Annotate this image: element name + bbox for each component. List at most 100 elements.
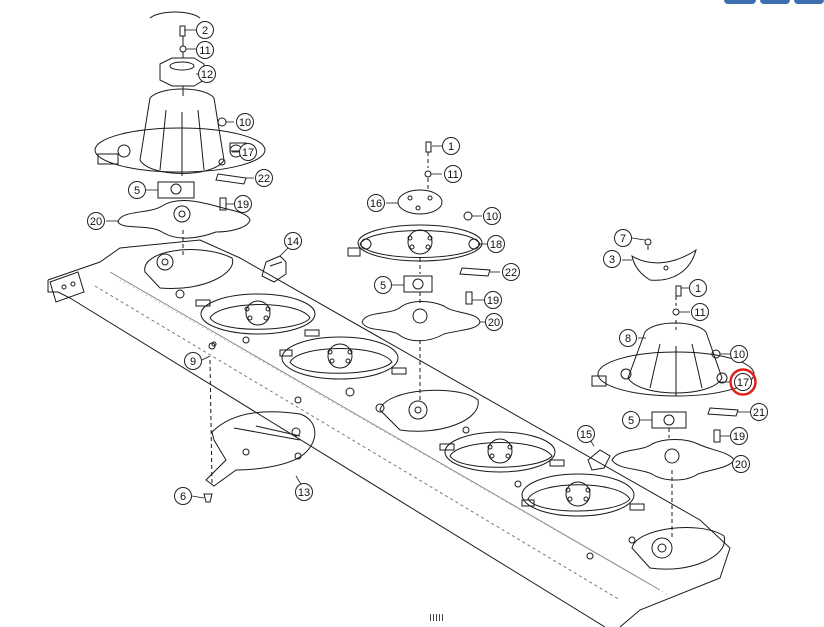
callout-label: 8	[625, 333, 631, 345]
part-callout-5: 5	[622, 411, 640, 429]
part-callout-21: 21	[750, 403, 768, 421]
toolbar-button[interactable]	[724, 0, 756, 4]
callout-label: 6	[180, 491, 186, 503]
callout-label: 20	[488, 317, 500, 329]
highlight-ring	[729, 368, 757, 396]
callout-circle	[234, 195, 252, 213]
part-callout-18: 18	[487, 235, 505, 253]
callout-circle	[691, 303, 709, 321]
callout-label: 11	[694, 307, 705, 319]
part-6-bolt	[203, 493, 213, 503]
callout-circle	[730, 345, 748, 363]
callout-label: 5	[134, 185, 140, 197]
leader-lines	[106, 29, 750, 499]
callout-label: 19	[733, 431, 745, 443]
part-callout-19: 19	[730, 427, 748, 445]
disc-1	[144, 249, 234, 290]
part-callout-9: 9	[184, 352, 202, 370]
callout-label: 2	[202, 25, 208, 37]
part-callout-8: 8	[619, 329, 637, 347]
part-9-stud	[208, 342, 216, 350]
callout-circle	[184, 352, 202, 370]
part-callout-2: 2	[196, 21, 214, 39]
callout-circle	[87, 212, 105, 230]
toolbar-button[interactable]	[760, 0, 790, 4]
callout-label: 5	[628, 415, 634, 427]
part-callout-1: 1	[689, 279, 707, 297]
callout-circle	[255, 169, 273, 187]
callout-label: 5	[380, 280, 386, 292]
left-assembly	[94, 11, 266, 258]
part-callout-19: 19	[484, 291, 502, 309]
callout-label: 17	[737, 377, 749, 389]
part-callout-10: 10	[483, 207, 501, 225]
part-callout-19: 19	[234, 195, 252, 213]
callout-label: 10	[486, 211, 498, 223]
callout-circle	[174, 487, 192, 505]
callout-circle	[374, 276, 392, 294]
callout-label: 20	[735, 459, 747, 471]
top-toolbar	[724, 0, 824, 6]
callout-label: 14	[287, 236, 299, 248]
part-callout-5: 5	[374, 276, 392, 294]
callout-circle	[367, 194, 385, 212]
callout-label: 1	[448, 141, 454, 153]
callout-circle	[577, 425, 595, 443]
callout-label: 12	[201, 69, 213, 81]
callout-label: 3	[609, 254, 615, 266]
callout-circle	[196, 41, 214, 59]
callout-circle	[198, 65, 216, 83]
part-15-bracket	[587, 449, 611, 471]
part-callout-11: 11	[444, 165, 462, 183]
callout-label: 10	[239, 117, 251, 129]
callout-label: 18	[490, 239, 502, 251]
right-assembly	[591, 238, 755, 540]
bottom-scroll-grip[interactable]	[430, 614, 444, 622]
callout-circle	[622, 411, 640, 429]
part-callout-1: 1	[442, 137, 460, 155]
callout-label: 20	[90, 216, 102, 228]
part-callout-10: 10	[730, 345, 748, 363]
part-callout-22: 22	[255, 169, 273, 187]
part-callout-17: 17	[729, 368, 757, 396]
callout-circle	[196, 21, 214, 39]
callout-label: 10	[733, 349, 745, 361]
part-callout-15: 15	[577, 425, 595, 443]
callout-circle	[239, 143, 257, 161]
callout-circle	[750, 403, 768, 421]
callout-circle	[603, 250, 621, 268]
callout-circle	[295, 483, 313, 501]
callout-circle	[236, 113, 254, 131]
middle-assembly	[347, 141, 491, 400]
callout-label: 9	[190, 356, 196, 368]
part-callout-11: 11	[196, 41, 214, 59]
part-callout-5: 5	[128, 181, 146, 199]
callout-label: 22	[505, 267, 517, 279]
callout-label: 16	[370, 198, 382, 210]
callout-label: 13	[298, 487, 310, 499]
callout-label: 17	[242, 147, 254, 159]
callout-circle	[734, 373, 752, 391]
callout-label: 15	[580, 429, 592, 441]
callout-circle	[128, 181, 146, 199]
part-callout-20: 20	[87, 212, 105, 230]
part-callout-20: 20	[732, 455, 750, 473]
part-13-shield	[205, 359, 316, 487]
part-callout-3: 3	[603, 250, 621, 268]
part-callout-13: 13	[295, 483, 313, 501]
callout-group: 2111210172251920141111610182251920973111…	[87, 21, 768, 505]
part-callout-16: 16	[367, 194, 385, 212]
callout-circle	[483, 207, 501, 225]
callout-circle	[284, 232, 302, 250]
callout-label: 21	[753, 407, 765, 419]
part-callout-17: 17	[239, 143, 257, 161]
callout-label: 19	[487, 295, 499, 307]
part-callout-12: 12	[198, 65, 216, 83]
part-callout-6: 6	[174, 487, 192, 505]
disc-5	[444, 431, 556, 473]
callout-circle	[614, 229, 632, 247]
toolbar-button[interactable]	[794, 0, 824, 4]
callout-label: 19	[237, 199, 249, 211]
callout-circle	[444, 165, 462, 183]
